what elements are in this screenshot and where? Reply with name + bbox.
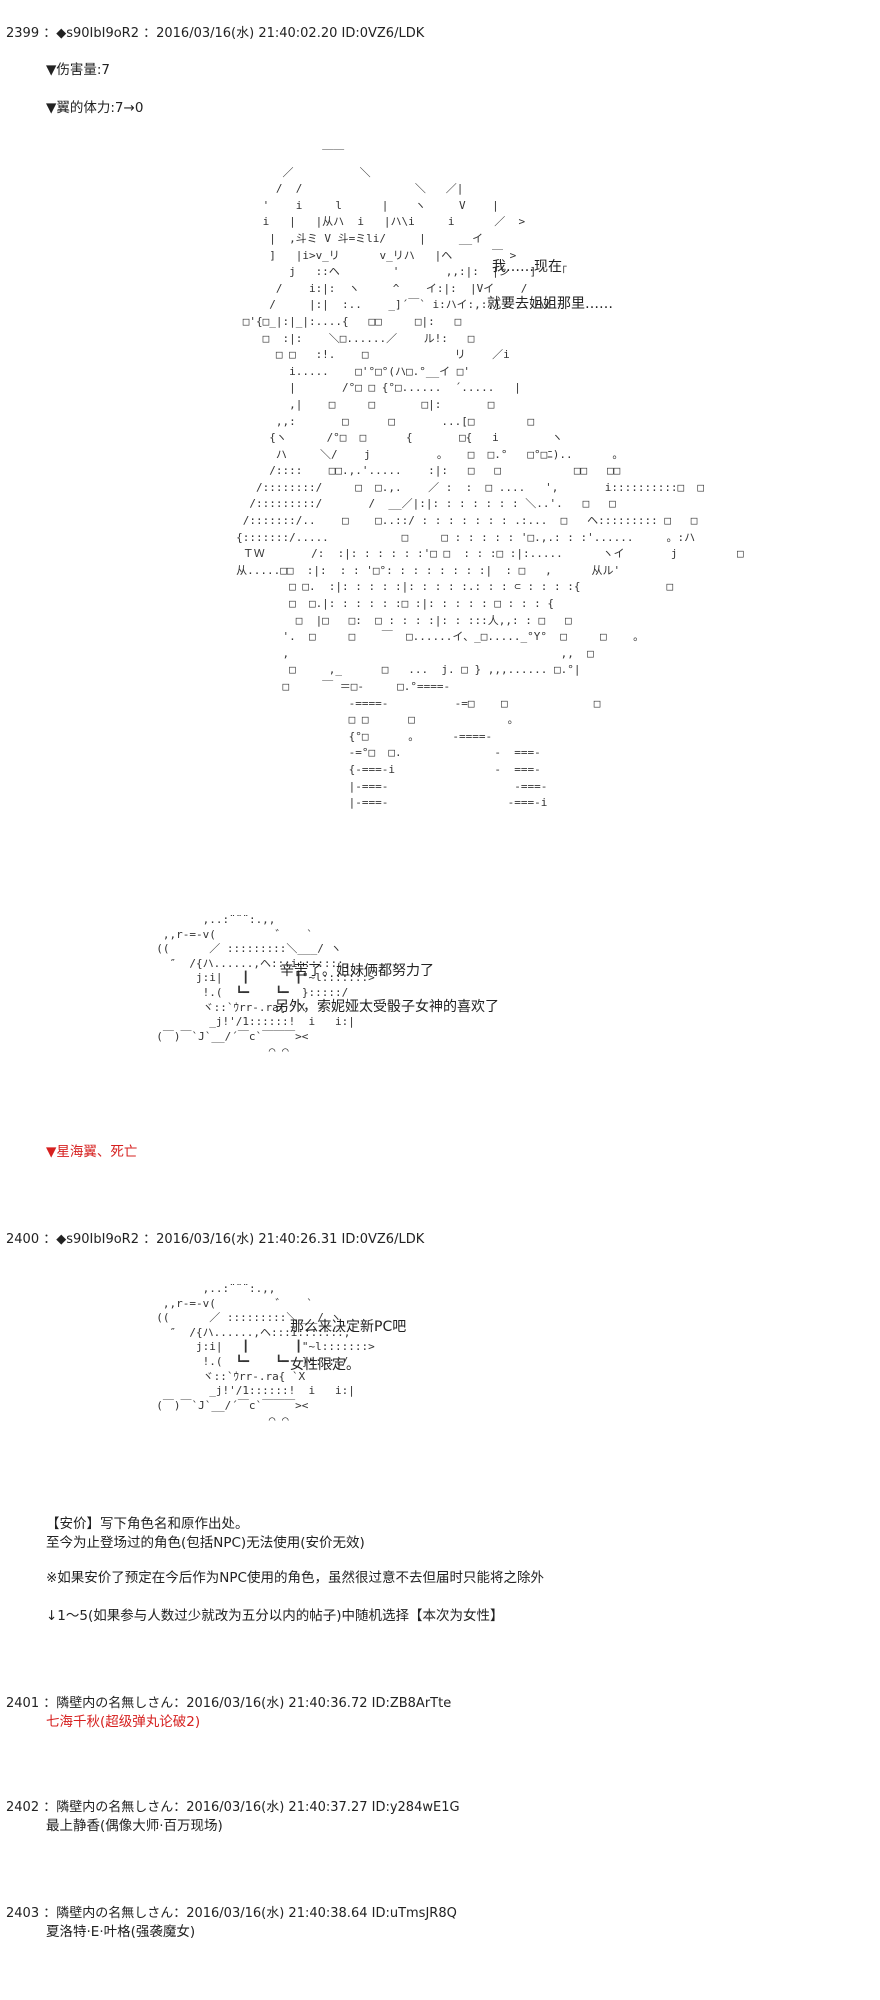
stat-damage: ▼伤害量:7 [46,62,111,78]
ascii-art-character: ￣￣ ／ ＼ / / ＼ ／| ' i l | ヽ V | i | |从ハ i … [236,149,744,810]
post-header-2403: 2403 ：隣壁内の名無しさん：2016/03/16(水) 21:40:38.6… [6,1906,457,1921]
post-body-2402: 最上静香(偶像大师·百万现场) [46,1818,223,1834]
rule-line: 【安价】写下角色名和原作出处。 [46,1516,249,1532]
ascii-art-narrator: ,..:¨¨¨:.,, ,,r-=-v( ゛ ` (( ／ :::::::::＼… [156,913,375,1058]
dialog-line: 就要去姐姐那里…… [487,296,613,312]
stat-hp: ▼翼的体力:7→0 [46,100,144,116]
dialog-line: 那么来决定新PC吧 [290,1319,407,1335]
dialog-line: 我……现在 [492,259,562,275]
dialog-line: 另外，索妮娅太受骰子女神的喜欢了 [275,999,499,1015]
post-header-2401: 2401 ：隣壁内の名無しさん：2016/03/16(水) 21:40:36.7… [6,1696,452,1711]
rule-line: ↓1～5(如果参与人数过少就改为五分以内的帖子)中随机选择【本次为女性】 [46,1608,504,1624]
post-header-2402: 2402 ：隣壁内の名無しさん：2016/03/16(水) 21:40:37.2… [6,1800,460,1815]
post-header-2400: 2400 ：◆s90IbI9oR2 ：2016/03/16(水) 21:40:2… [6,1232,425,1247]
post-header-2399: 2399 ：◆s90IbI9oR2 ：2016/03/16(水) 21:40:0… [6,26,425,41]
rule-line: ※如果安价了预定在今后作为NPC使用的角色，虽然很过意不去但届时只能将之除外 [46,1570,544,1586]
rule-line: 至今为止登场过的角色(包括NPC)无法使用(安价无效) [46,1535,365,1551]
post-body-2401: 七海千秋(超级弹丸论破2) [46,1714,201,1730]
post-body-2403: 夏洛特·E·叶格(强袭魔女) [46,1924,196,1940]
ascii-art-narrator: ,..:¨¨¨:.,, ,,r-=-v( ゛ ` (( ／ :::::::::＼… [156,1282,375,1427]
dialog-line: 辛苦了。姐妹俩都努力了 [280,963,434,979]
dialog-line: 女性限定。 [290,1357,360,1373]
death-result: ▼星海翼、死亡 [46,1144,138,1160]
